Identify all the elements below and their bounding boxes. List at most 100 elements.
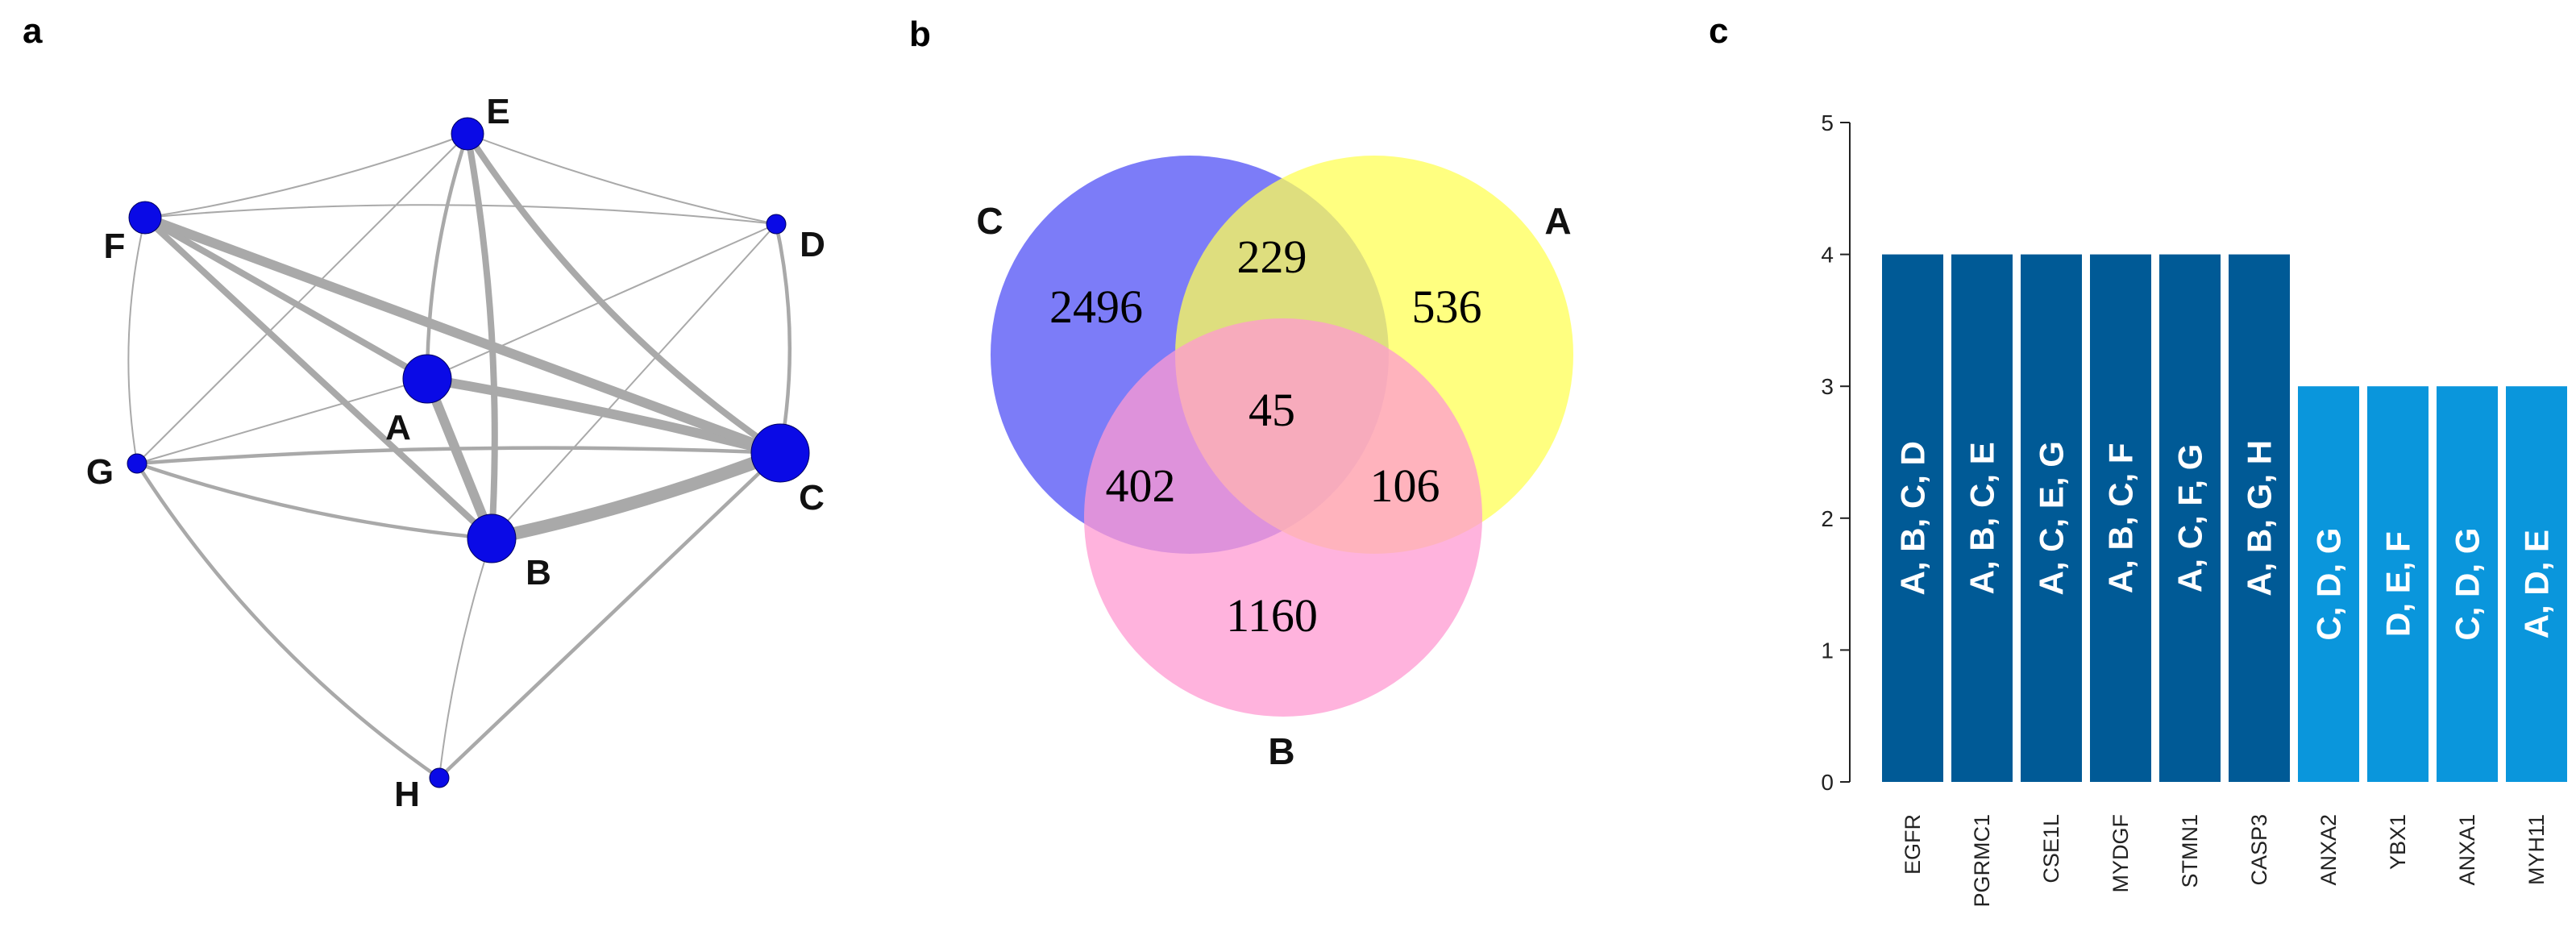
network-edge-f-d (144, 204, 777, 225)
bars: A, B, C, D A, B, C, E A, C, E, G A, B, C, F… (1882, 254, 2567, 783)
panel-b-venn: b C A B 2496 229 536 45 402 106 1160 (879, 0, 1685, 952)
bar-label-stmn1: A, C, F, G (2171, 444, 2209, 592)
x-tick-label-casp3: CASP3 (2247, 814, 2271, 886)
venn-count-b-only: 1160 (1226, 589, 1318, 642)
network-edges (127, 131, 792, 780)
bar-label-anxa1: C, D, G (2449, 528, 2487, 641)
x-tick-label-mydgf: MYDGF (2109, 814, 2133, 893)
panel-letter-c: c (1709, 11, 1729, 51)
network-node-label-g: G (86, 452, 114, 492)
network-node-label-h: H (394, 775, 420, 814)
y-tick-label: 4 (1821, 243, 1834, 268)
bar-anxa1 (2437, 386, 2498, 782)
network-edge-b-c (485, 447, 787, 545)
bar-mydgf (2090, 254, 2151, 783)
x-tick-label-stmn1: STMN1 (2178, 814, 2202, 888)
y-tick-label: 1 (1821, 638, 1834, 663)
network-edge-e-b (464, 131, 498, 542)
bar-label-cse1l: A, C, E, G (2033, 441, 2071, 595)
network-edge-f-g (127, 217, 146, 464)
network-node-label-f: F (104, 227, 126, 266)
x-tick-label-egfr: EGFR (1901, 814, 1925, 875)
bar-pgrmc1 (1951, 254, 2013, 783)
network-edge-d-a (426, 223, 777, 380)
x-tick-label-anxa1: ANXA1 (2455, 814, 2479, 886)
network-edge-h-c (437, 451, 783, 780)
network-node-d (766, 214, 787, 235)
network-node-e (451, 117, 484, 151)
venn-set-label-b: B (1268, 730, 1294, 772)
y-tick-label: 2 (1821, 506, 1834, 531)
network-graph: A B C D E F G H (86, 92, 825, 814)
network-node-a (402, 354, 452, 404)
venn-count-a-c: 229 (1237, 231, 1307, 283)
bar-label-anxa2: C, D, G (2310, 528, 2348, 641)
venn-count-a-b: 106 (1370, 459, 1440, 512)
network-edge-g-c (135, 446, 783, 466)
network-node-g (127, 453, 147, 474)
bar-stmn1 (2159, 254, 2221, 783)
network-edge-a-b (422, 374, 497, 543)
network-edge-e-c (464, 131, 783, 456)
venn-set-label-a: A (1544, 200, 1571, 242)
bar-anxa2 (2298, 386, 2359, 782)
venn-count-all: 45 (1249, 384, 1295, 436)
bar-label-myh11: A, D, E (2518, 530, 2556, 638)
venn-diagram: C A B 2496 229 536 45 402 106 1160 (976, 156, 1573, 772)
y-tick-label: 5 (1821, 110, 1834, 135)
network-node-h (429, 767, 450, 788)
bar-label-pgrmc1: A, B, C, E (1963, 442, 2001, 594)
bar-ybx1 (2367, 386, 2429, 782)
venn-set-b-circle (1084, 318, 1482, 717)
network-node-f (128, 201, 162, 235)
network-edge-g-b (135, 461, 494, 541)
network-edge-g-h (135, 461, 442, 780)
bar-label-egfr: A, B, C, D (1894, 441, 1932, 595)
y-tick-label: 3 (1821, 374, 1834, 399)
network-edge-f-c (140, 213, 785, 458)
network-edge-e-a (425, 131, 470, 381)
network-edge-d-c (774, 222, 792, 455)
bar-egfr (1882, 254, 1943, 783)
y-tick-label: 0 (1821, 770, 1834, 795)
network-edge-a-c (422, 374, 785, 458)
network-node-b (467, 513, 517, 563)
venn-count-c-only: 2496 (1049, 281, 1143, 333)
network-edge-g-a (136, 378, 428, 464)
network-edge-d-b (491, 223, 777, 539)
bar-cse1l (2021, 254, 2082, 783)
x-tick-labels: EGFR PGRMC1 CSE1L MYDGF STMN1 CASP3 ANXA2 YBX1 A… (1901, 814, 2549, 908)
panel-a-network: a A B C D E F G H (0, 0, 879, 952)
x-tick-label-pgrmc1: PGRMC1 (1970, 814, 1994, 908)
network-node-label-a: A (385, 408, 411, 447)
venn-count-b-c: 402 (1106, 459, 1176, 512)
x-tick-label-myh11: MYH11 (2524, 814, 2549, 885)
network-edge-e-f (144, 133, 468, 218)
network-node-c (750, 423, 810, 483)
bar-label-ybx1: D, E, F (2379, 531, 2417, 637)
venn-count-a-only: 536 (1412, 281, 1482, 333)
network-edge-f-a (142, 214, 430, 382)
bar-myh11 (2506, 386, 2567, 782)
x-tick-label-cse1l: CSE1L (2039, 814, 2063, 883)
network-node-label-b: B (526, 553, 551, 592)
network-node-label-e: E (486, 92, 509, 131)
x-tick-label-anxa2: ANXA2 (2316, 814, 2341, 886)
y-axis: 0 1 2 3 4 5 (1821, 110, 1851, 795)
panel-letter-b: b (909, 15, 931, 54)
network-edge-e-g (136, 133, 468, 464)
network-node-label-d: D (800, 225, 825, 264)
panel-letter-a: a (23, 11, 43, 51)
x-tick-label-ybx1: YBX1 (2386, 814, 2410, 870)
venn-set-label-c: C (976, 200, 1003, 242)
bar-label-casp3: A, B, G, H (2241, 440, 2279, 597)
network-edge-e-d (467, 133, 777, 225)
network-edge-f-b (142, 214, 495, 542)
bar-label-mydgf: A, B, C, F (2102, 443, 2140, 593)
network-edge-h-b (438, 538, 492, 779)
network-node-label-c: C (799, 478, 825, 518)
bar-casp3 (2229, 254, 2290, 783)
network-node-labels: A B C D E F G H (86, 92, 825, 814)
